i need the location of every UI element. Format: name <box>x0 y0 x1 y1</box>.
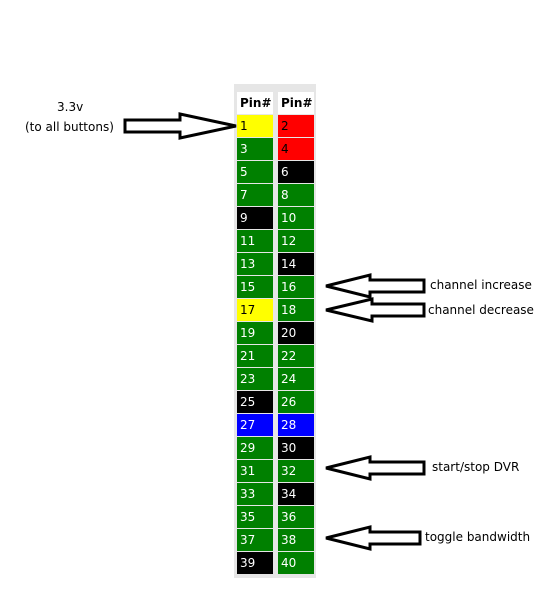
pin-cell-13: 13 <box>237 253 273 275</box>
pin-cell-31: 31 <box>237 460 273 482</box>
pin-cell-5: 5 <box>237 161 273 183</box>
pin-cell-23: 23 <box>237 368 273 390</box>
pin-cell-38: 38 <box>278 529 314 551</box>
pin-cell-6: 6 <box>278 161 314 183</box>
pin-cell-24: 24 <box>278 368 314 390</box>
pin-cell-27: 27 <box>237 414 273 436</box>
pin-cell-35: 35 <box>237 506 273 528</box>
pin-cell-2: 2 <box>278 115 314 137</box>
pin-cell-18: 18 <box>278 299 314 321</box>
pin-cell-36: 36 <box>278 506 314 528</box>
pin-cell-16: 16 <box>278 276 314 298</box>
power-label-line2: (to all buttons) <box>25 120 114 134</box>
pin-cell-15: 15 <box>237 276 273 298</box>
bandwidth-arrow <box>325 525 422 551</box>
pin-cell-10: 10 <box>278 207 314 229</box>
pin-cell-12: 12 <box>278 230 314 252</box>
pin-cell-22: 22 <box>278 345 314 367</box>
pin-cell-37: 37 <box>237 529 273 551</box>
pin-cell-40: 40 <box>278 552 314 574</box>
pin-cell-3: 3 <box>237 138 273 160</box>
pin-cell-19: 19 <box>237 322 273 344</box>
pin-cell-9: 9 <box>237 207 273 229</box>
pin-cell-39: 39 <box>237 552 273 574</box>
channel-decrease-arrow <box>325 297 426 323</box>
pin-cell-29: 29 <box>237 437 273 459</box>
pin-cell-8: 8 <box>278 184 314 206</box>
pin-cell-4: 4 <box>278 138 314 160</box>
pin-cell-34: 34 <box>278 483 314 505</box>
bandwidth-label: toggle bandwidth <box>425 530 531 544</box>
pin-cell-7: 7 <box>237 184 273 206</box>
pin-cell-25: 25 <box>237 391 273 413</box>
pin-cell-32: 32 <box>278 460 314 482</box>
pin-cell-11: 11 <box>237 230 273 252</box>
dvr-arrow <box>325 455 426 481</box>
dvr-label: start/stop DVR <box>432 460 520 474</box>
pin-cell-21: 21 <box>237 345 273 367</box>
channel-increase-label: channel increase <box>430 278 532 292</box>
channel-increase-arrow <box>325 273 426 299</box>
pin-cell-20: 20 <box>278 322 314 344</box>
pin-cell-33: 33 <box>237 483 273 505</box>
header-pin-right: Pin# <box>278 92 314 114</box>
pin-cell-30: 30 <box>278 437 314 459</box>
power-arrow <box>123 112 237 140</box>
pin-cell-26: 26 <box>278 391 314 413</box>
pin-cell-1: 1 <box>237 115 273 137</box>
pin-cell-14: 14 <box>278 253 314 275</box>
power-label-line1: 3.3v <box>57 100 84 114</box>
pin-cell-28: 28 <box>278 414 314 436</box>
header-pin-left: Pin# <box>237 92 273 114</box>
channel-decrease-label: channel decrease <box>428 303 534 317</box>
pin-cell-17: 17 <box>237 299 273 321</box>
